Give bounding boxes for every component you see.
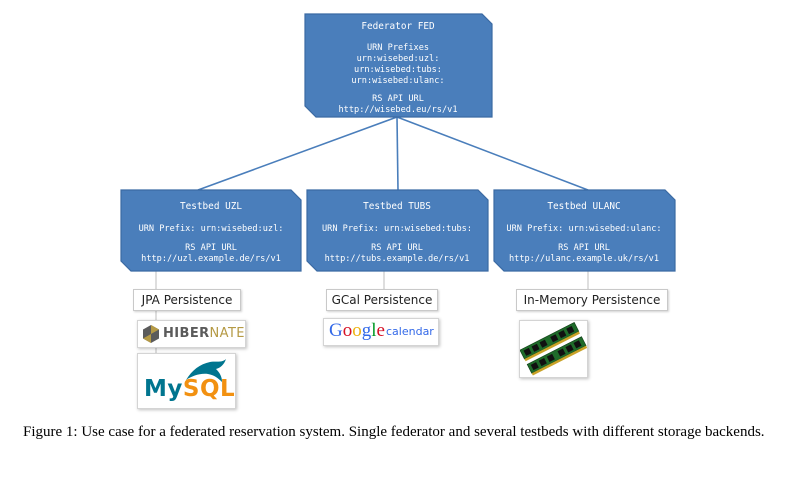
federator-prefix-3: urn:wisebed:ulanc:: [351, 76, 444, 86]
persistence-label-ulanc: In-Memory Persistence: [516, 289, 668, 311]
mysql-wordmark: MySQL: [144, 376, 235, 402]
testbed-ulanc-api-url: http://ulanc.example.uk/rs/v1: [509, 254, 659, 264]
federator-api-url: http://wisebed.eu/rs/v1: [339, 105, 458, 115]
testbed-uzl-api-heading: RS API URL: [185, 243, 237, 253]
testbed-tubs-title: Testbed TUBS: [363, 201, 431, 212]
mysql-word-part2: SQL: [182, 376, 236, 402]
connector-fed-tubs: [396, 116, 399, 191]
connectors: [197, 116, 589, 191]
connector-fed-uzl: [197, 116, 398, 191]
testbed-tubs-prefix: URN Prefix: urn:wisebed:tubs:: [322, 224, 472, 234]
testbed-tubs-api-heading: RS API URL: [371, 243, 423, 253]
persistence-label-tubs: GCal Persistence: [326, 289, 438, 311]
mysql-dolphin-icon: [186, 359, 226, 382]
mysql-word-part1: My: [144, 376, 183, 402]
connector-fed-ulanc: [396, 116, 589, 191]
hibernate-word-part1: HIBER: [163, 326, 210, 341]
federator-prefix-2: urn:wisebed:tubs:: [354, 65, 442, 75]
google-letter-g: G: [329, 320, 343, 341]
memory-modules-image: [519, 320, 588, 378]
google-calendar-logo: Google calendar: [323, 318, 439, 346]
google-letter-g2: g: [361, 320, 372, 341]
testbed-uzl-api-url: http://uzl.example.de/rs/v1: [141, 254, 281, 264]
federator-api-heading: RS API URL: [372, 94, 424, 104]
google-letter-o2: o: [352, 320, 362, 341]
federator-prefix-heading: URN Prefixes: [367, 43, 429, 53]
figure-caption: Figure 1: Use case for a federated reser…: [23, 424, 765, 440]
federator-prefix-1: urn:wisebed:uzl:: [357, 54, 440, 64]
persistence-label-uzl: JPA Persistence: [133, 289, 241, 311]
google-calendar-suffix: calendar: [386, 325, 434, 338]
mysql-logo: MySQL: [137, 353, 236, 409]
testbed-ulanc-title: Testbed ULANC: [547, 201, 620, 212]
google-letter-l: l: [371, 320, 377, 341]
testbed-ulanc-node: Testbed ULANC URN Prefix: urn:wisebed:ul…: [493, 189, 676, 272]
testbed-tubs-api-url: http://tubs.example.de/rs/v1: [325, 254, 470, 264]
testbed-uzl-prefix: URN Prefix: urn:wisebed:uzl:: [139, 224, 284, 234]
testbed-uzl-node: Testbed UZL URN Prefix: urn:wisebed:uzl:…: [120, 189, 302, 272]
hibernate-mark-icon: [143, 325, 159, 343]
google-wordmark: Google: [329, 320, 385, 342]
testbed-ulanc-prefix: URN Prefix: urn:wisebed:ulanc:: [506, 224, 661, 234]
federator-node: Federator FED URN Prefixes urn:wisebed:u…: [304, 13, 493, 118]
google-letter-e: e: [376, 320, 385, 341]
ram-modules-icon: [519, 322, 588, 376]
hibernate-word-part2: NATE: [209, 326, 245, 341]
google-letter-o1: o: [342, 320, 353, 341]
testbed-ulanc-api-heading: RS API URL: [558, 243, 610, 253]
testbed-tubs-node: Testbed TUBS URN Prefix: urn:wisebed:tub…: [306, 189, 489, 272]
hibernate-wordmark: HIBERNATE: [163, 326, 245, 341]
testbed-uzl-title: Testbed UZL: [180, 201, 242, 212]
hibernate-logo: HIBERNATE: [137, 320, 246, 348]
federator-title: Federator FED: [361, 21, 435, 32]
